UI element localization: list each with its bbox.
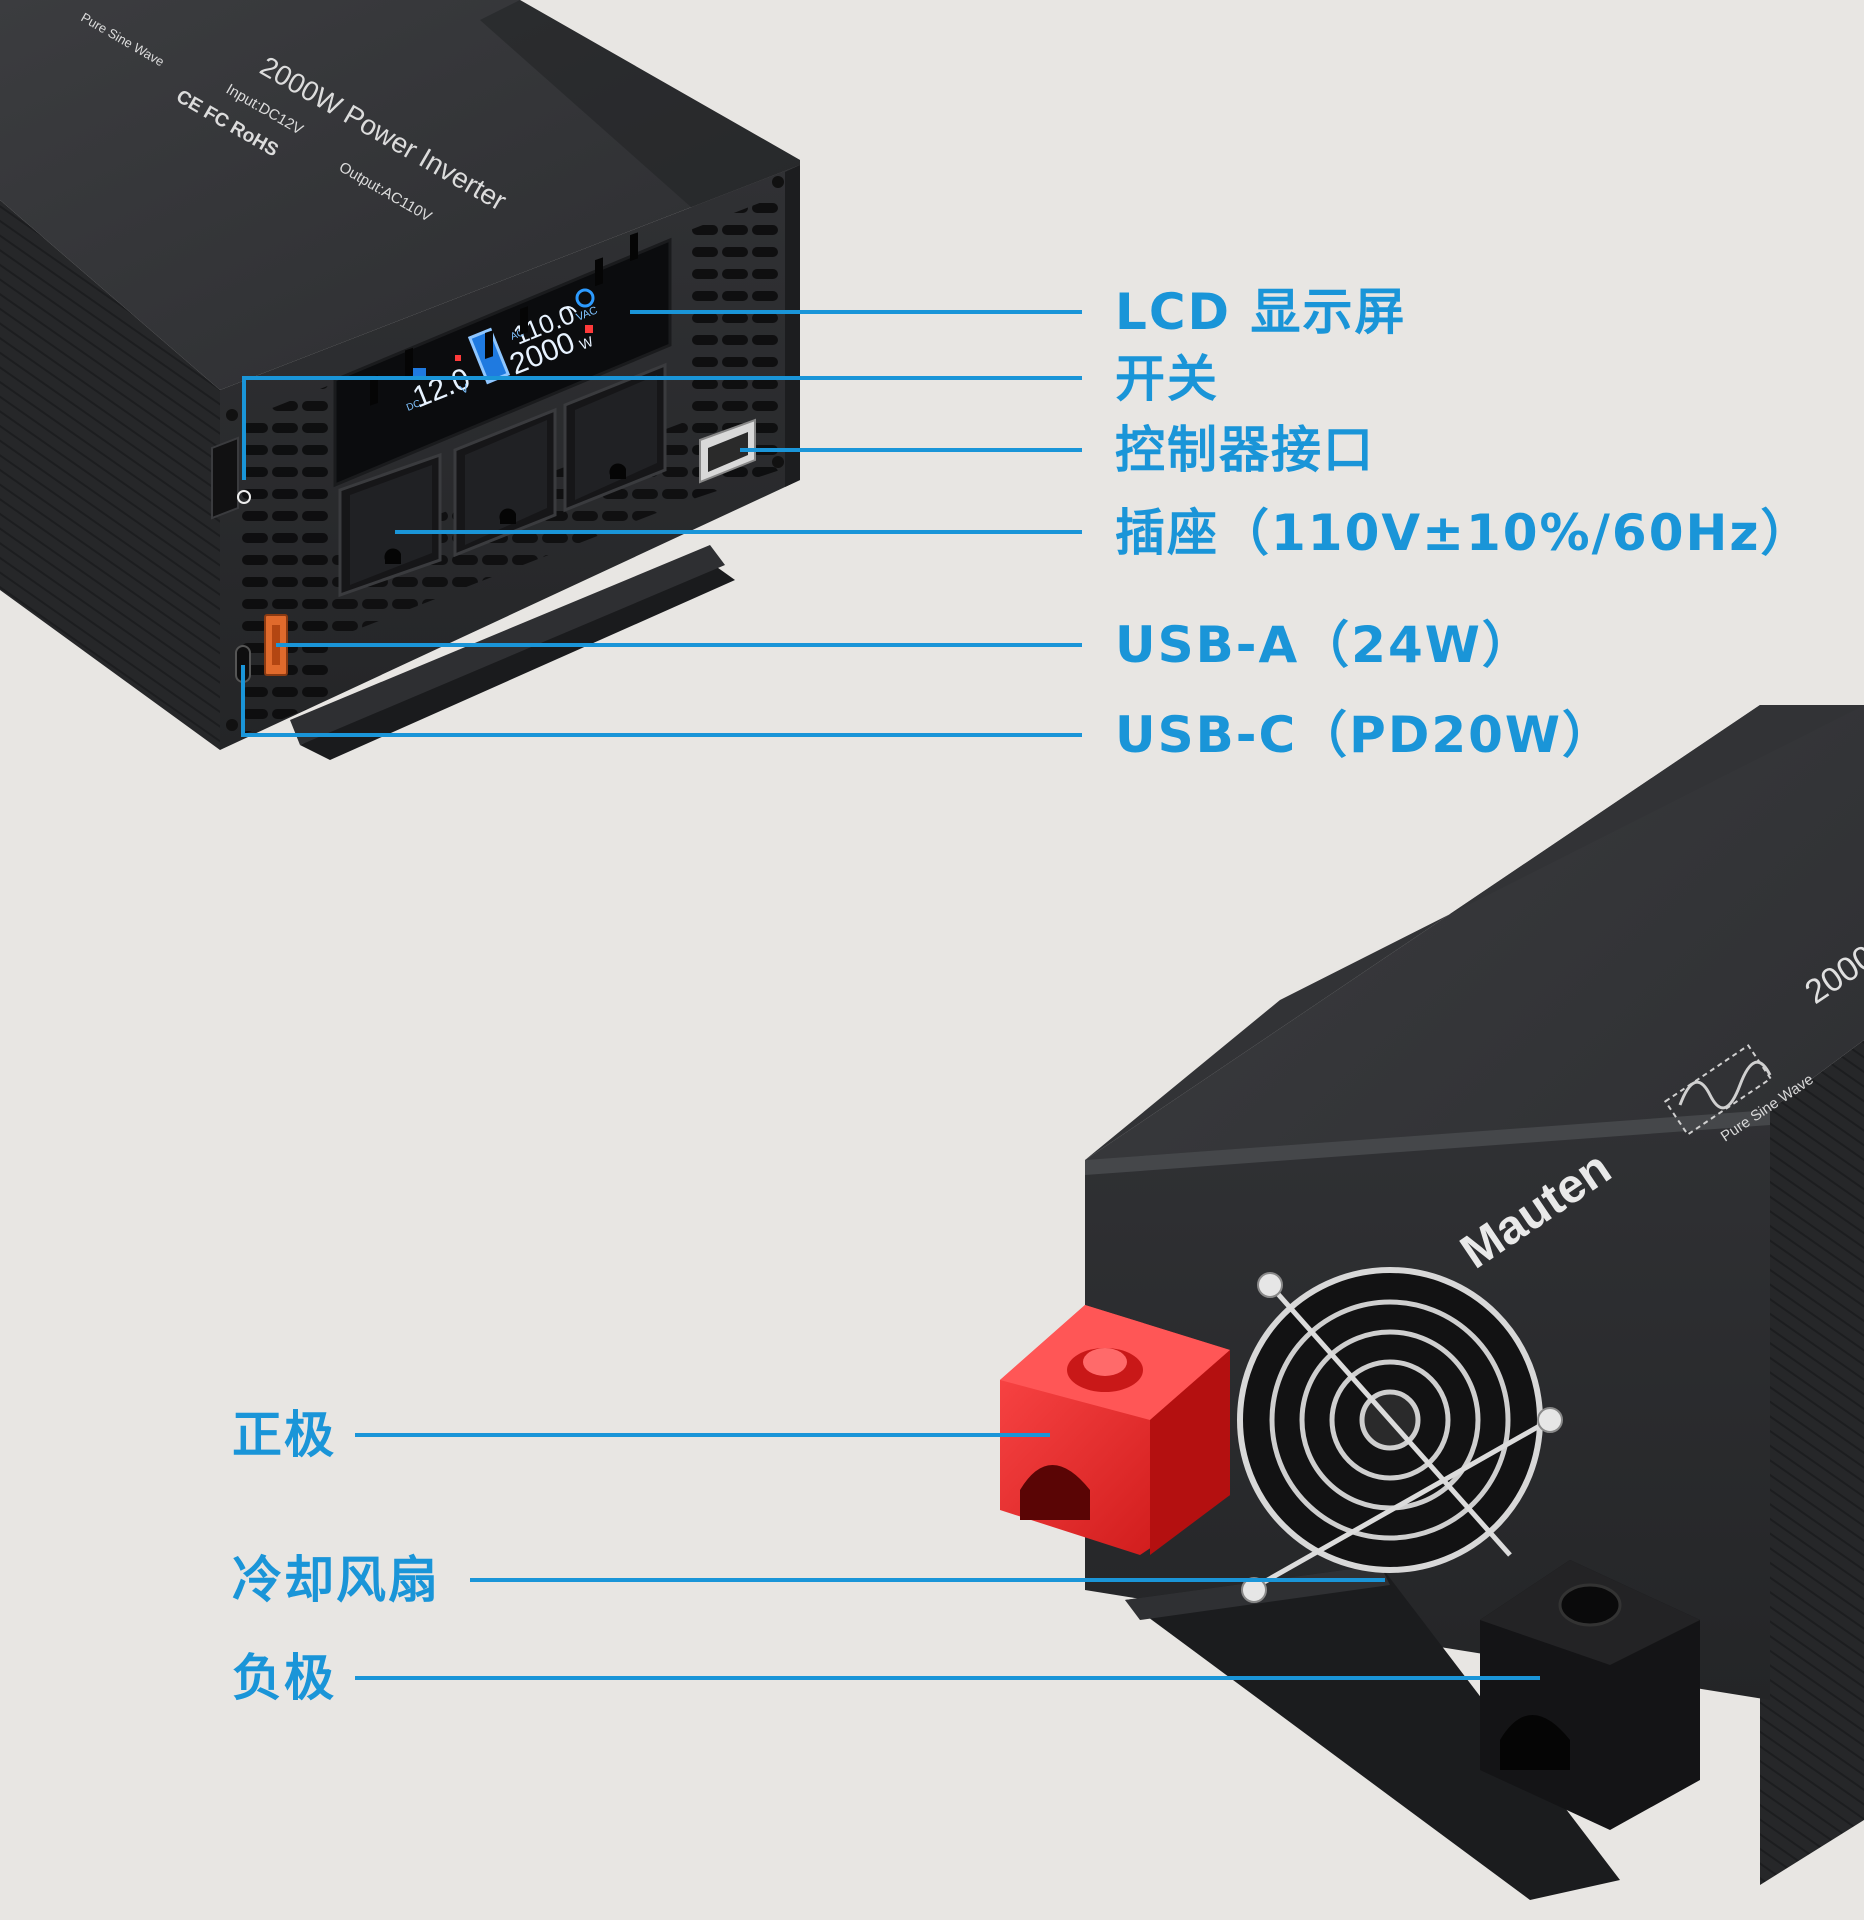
screw-icon	[1257, 1272, 1283, 1298]
callout-cooling-fan: 冷却风扇	[232, 1551, 440, 1609]
screw-icon	[772, 176, 784, 188]
leader-line-switch	[242, 376, 1082, 480]
top-inverter: 12.0 V 110.0 VAC 2000 W DC AC	[0, 0, 800, 760]
positive-terminal[interactable]	[1000, 1305, 1230, 1555]
callout-usb-c: USB-C（PD20W）	[1115, 706, 1615, 764]
lcd-dc-tag: DC	[405, 398, 423, 414]
screw-icon	[1537, 1407, 1563, 1433]
leader-lines	[241, 310, 1540, 1680]
fan-status-icon	[575, 288, 595, 308]
callout-switch: 开关	[1115, 350, 1219, 408]
callout-socket: 插座（110V±10%/60Hz）	[1115, 504, 1813, 562]
plug-icon	[410, 368, 426, 378]
callout-positive: 正极	[232, 1406, 336, 1464]
bottom-inverter: Mauten Pure Sine Wave 2000	[1000, 705, 1864, 1900]
callout-negative: 负极	[232, 1649, 336, 1707]
warning-icon	[585, 325, 593, 333]
cooling-fan	[1237, 1267, 1563, 1603]
screw-icon	[226, 409, 238, 421]
ac-outlet-2[interactable]	[453, 306, 557, 558]
ac-outlet-1[interactable]	[338, 347, 442, 598]
callout-lcd-display: LCD 显示屏	[1115, 283, 1407, 341]
top-inverter-side	[0, 200, 220, 750]
screw-icon	[772, 456, 784, 468]
callout-usb-a: USB-A（24W）	[1115, 616, 1534, 674]
ac-outlet-3[interactable]	[563, 232, 667, 513]
leader-line-usb-c	[241, 665, 1082, 737]
bottom-mounting-foot	[1125, 1565, 1620, 1900]
negative-terminal[interactable]	[1480, 1560, 1700, 1830]
lcd-display: 12.0 V 110.0 VAC 2000 W DC AC	[333, 237, 672, 488]
power-switch[interactable]	[211, 436, 251, 520]
callout-controller-port: 控制器接口	[1115, 421, 1375, 479]
wifi-icon	[559, 306, 577, 313]
bottom-inverter-side	[1760, 1040, 1864, 1885]
screw-icon	[226, 719, 238, 731]
controller-port[interactable]	[699, 418, 756, 484]
